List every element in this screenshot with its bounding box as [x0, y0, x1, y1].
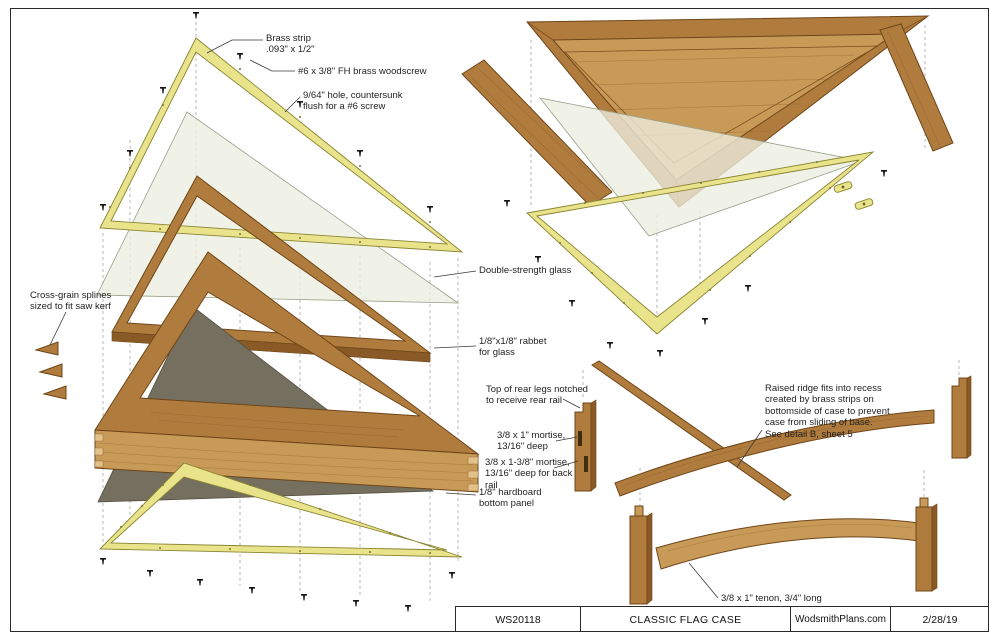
title-block: WS20118 CLASSIC FLAG CASE WodsmithPlans.… [455, 606, 989, 632]
callout-rear-legs-notched: Top of rear legs notched to receive rear… [486, 384, 588, 407]
titleblock-plan-number: WS20118 [455, 607, 580, 632]
finger-joints [94, 433, 479, 492]
inverted-case-view [461, 15, 954, 357]
brass-hangers [833, 181, 874, 210]
rear-left-leg [574, 399, 597, 492]
callout-mortise-back: 3/8 x 1-3/8" mortise, 13/16" deep for ba… [485, 457, 573, 491]
titleblock-title: CLASSIC FLAG CASE [580, 607, 790, 632]
callout-tenon: 3/8 x 1" tenon, 3/4" long [721, 593, 822, 604]
detached-rail-left [461, 59, 613, 207]
glass-pane [539, 97, 864, 237]
titleblock-website: WodsmithPlans.com [790, 607, 890, 632]
rear-right-leg [951, 375, 972, 459]
titleblock-date: 2/28/19 [890, 607, 989, 632]
front-left-leg [629, 505, 653, 605]
glass-pane [96, 111, 460, 304]
callout-mortise-front: 3/8 x 1" mortise, 13/16" deep [497, 430, 566, 453]
screw-holes [109, 68, 431, 248]
screws-bottom [100, 558, 455, 612]
callout-rabbet: 1/8"x1/8" rabbet for glass [479, 336, 547, 359]
alignment-lines [582, 360, 960, 514]
callout-brass-woodscrew: #6 x 3/8" FH brass woodscrew [298, 66, 427, 77]
brass-frame [526, 151, 875, 335]
back-rail [614, 409, 935, 497]
front-rail [655, 518, 920, 570]
exploded-case-view [34, 12, 480, 612]
callout-glass: Double-strength glass [479, 265, 572, 276]
screw-holes [559, 161, 831, 304]
callout-splines: Cross-grain splines sized to fit saw ker… [30, 290, 112, 313]
callout-countersunk-hole: 9/64" hole, countersunk flush for a #6 s… [303, 90, 403, 113]
callout-hardboard-bottom: 1/8" hardboard bottom panel [479, 487, 542, 510]
raised-ridge-strip [591, 360, 792, 501]
spline-keys [34, 341, 67, 400]
screw-holes [120, 484, 431, 554]
front-right-leg [915, 497, 938, 592]
case-frame [94, 251, 480, 493]
leader-lines [49, 39, 763, 599]
front-rail-face [94, 429, 479, 493]
callout-raised-ridge: Raised ridge fits into recess created by… [765, 383, 890, 440]
base-assembly-view [574, 360, 972, 605]
callout-brass-strip: Brass strip .093" x 1/2" [266, 33, 315, 56]
detached-rail-right [879, 23, 954, 152]
brass-frame-bottom [98, 462, 463, 558]
